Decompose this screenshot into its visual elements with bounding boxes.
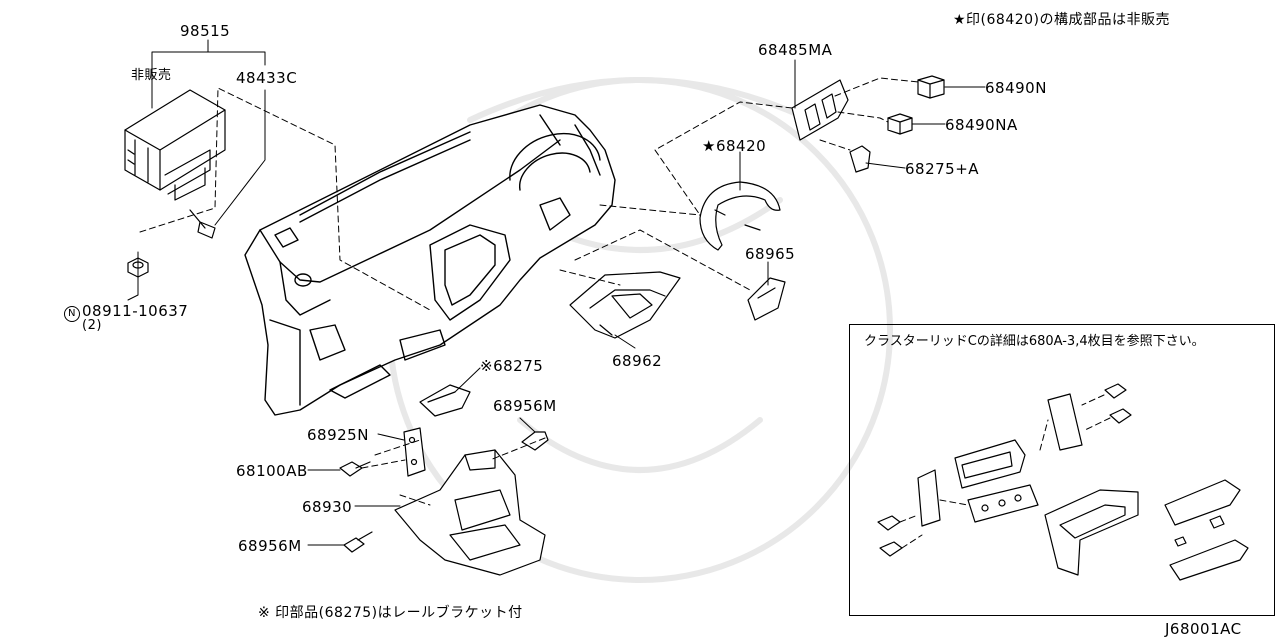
- part-label-68956m-bottom[interactable]: 68956M: [238, 537, 302, 555]
- part-label-68420[interactable]: ★68420: [702, 137, 767, 155]
- switch-68490n: [917, 75, 945, 99]
- part-label-68275[interactable]: ※68275: [480, 357, 544, 375]
- part-label-68925n[interactable]: 68925N: [307, 426, 369, 444]
- bracket-68925n: [403, 427, 426, 477]
- part-label-68275a[interactable]: 68275+A: [905, 160, 980, 178]
- inset-cluster-lid-c-parts: [877, 383, 1249, 581]
- cover-68965: [747, 277, 786, 321]
- header-note: ★印(68420)の構成部品は非販売: [953, 12, 1171, 28]
- part-label-68100ab[interactable]: 68100AB: [236, 462, 308, 480]
- bracket-68275: [419, 384, 471, 417]
- part-number-text: 08911-10637: [82, 302, 189, 320]
- leader-lines: [127, 39, 986, 546]
- dashed-lines: [139, 77, 919, 506]
- instrument-panel: [244, 104, 616, 416]
- part-label-68930[interactable]: 68930: [302, 498, 353, 516]
- diagram-code: J68001AC: [1165, 620, 1242, 637]
- n-circle-icon: N: [64, 306, 80, 322]
- part-label-68956m-top[interactable]: 68956M: [493, 397, 557, 415]
- switch-68490na: [887, 113, 913, 135]
- part-label-48433c[interactable]: 48433C: [236, 69, 298, 87]
- lower-cover-68930: [394, 449, 546, 576]
- airbag-bolt: [189, 209, 216, 239]
- part-label-68962[interactable]: 68962: [612, 352, 663, 370]
- inset-title: クラスターリッドCの詳細は680A-3,4枚目を参照下さい。: [864, 334, 1205, 349]
- switch-panel-68485ma: [791, 79, 849, 141]
- part-quantity-08911: (2): [82, 318, 102, 333]
- screw-68100ab: [339, 461, 371, 477]
- not-for-sale-label: 非販売: [131, 68, 172, 83]
- part-label-68485ma[interactable]: 68485MA: [758, 41, 833, 59]
- part-label-98515[interactable]: 98515: [180, 22, 231, 40]
- clip-68956m-bottom: [343, 531, 373, 553]
- footer-note: ※ 印部品(68275)はレールブラケット付: [258, 605, 523, 621]
- inset-panel: クラスターリッドCの詳細は680A-3,4枚目を参照下さい。: [849, 324, 1275, 616]
- clip-68956m-top: [521, 431, 549, 451]
- inset-dashed-lines: [899, 394, 1111, 549]
- part-label-68490n[interactable]: 68490N: [985, 79, 1047, 97]
- part-label-68965[interactable]: 68965: [745, 245, 796, 263]
- part-label-68490na[interactable]: 68490NA: [945, 116, 1018, 134]
- cluster-lid-68420: [699, 181, 781, 251]
- cup-holder-68962: [569, 271, 681, 339]
- airbag-module: [124, 89, 226, 201]
- bracket-68275a: [849, 145, 871, 173]
